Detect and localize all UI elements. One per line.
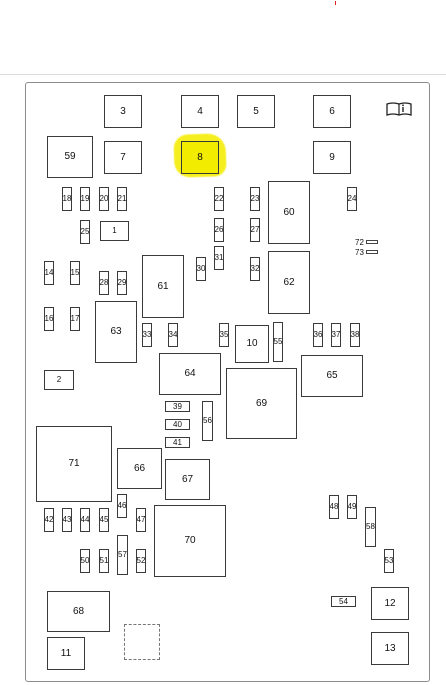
relay-70[interactable]: 70 [154,505,226,577]
fuse-17[interactable]: 17 [70,307,80,331]
fuse-72[interactable] [366,240,378,244]
fuse-21[interactable]: 21 [117,187,127,211]
fuse-37[interactable]: 37 [331,323,341,347]
fuse-48[interactable]: 48 [329,495,339,519]
fuse-43[interactable]: 43 [62,508,72,532]
relay-62[interactable]: 62 [268,251,310,314]
relay-67[interactable]: 67 [165,459,210,500]
relay-66[interactable]: 66 [117,448,162,489]
fuse-28[interactable]: 28 [99,271,109,295]
fuse-15[interactable]: 15 [70,261,80,285]
fuse-29[interactable]: 29 [117,271,127,295]
fuse-7[interactable]: 7 [104,141,142,174]
fuse-5[interactable]: 5 [237,95,275,128]
relay-71[interactable]: 71 [36,426,112,502]
fuse-56[interactable]: 56 [202,401,213,441]
fuse-34[interactable]: 34 [168,323,178,347]
header-divider [0,74,446,75]
fuse-42[interactable]: 42 [44,508,54,532]
fuse-18[interactable]: 18 [62,187,72,211]
fuse-12[interactable]: 12 [371,587,409,620]
fuse-2[interactable]: 2 [44,370,74,390]
fuse-14[interactable]: 14 [44,261,54,285]
fuse-73-label: 73 [355,248,364,257]
fuse-45[interactable]: 45 [99,508,109,532]
fuse-23[interactable]: 23 [250,187,260,211]
fuse-53[interactable]: 53 [384,549,394,573]
relay-69[interactable]: 69 [226,368,297,439]
fuse-36[interactable]: 36 [313,323,323,347]
fuse-30[interactable]: 30 [196,257,206,281]
fuse-10[interactable]: 10 [235,325,269,363]
relay-63[interactable]: 63 [95,301,137,363]
fuse-16[interactable]: 16 [44,307,54,331]
relay-59[interactable]: 59 [47,136,93,178]
fuse-11[interactable]: 11 [47,637,85,670]
relay-60[interactable]: 60 [268,181,310,244]
fuse-55[interactable]: 55 [273,322,283,362]
relay-68[interactable]: 68 [47,591,110,632]
fuse-39[interactable]: 39 [165,401,190,412]
fuse-57[interactable]: 57 [117,535,128,575]
fuse-41[interactable]: 41 [165,437,190,448]
fuse-38[interactable]: 38 [350,323,360,347]
empty-slot [124,624,160,660]
fuse-panel-outline [25,82,430,682]
fuse-8-highlighted[interactable]: 8 [181,141,219,174]
fuse-44[interactable]: 44 [80,508,90,532]
fuse-13[interactable]: 13 [371,632,409,665]
fuse-32[interactable]: 32 [250,257,260,281]
fuse-4[interactable]: 4 [181,95,219,128]
fuse-27[interactable]: 27 [250,218,260,242]
fuse-31[interactable]: 31 [214,246,224,270]
fuse-40[interactable]: 40 [165,419,190,430]
relay-64[interactable]: 64 [159,353,221,395]
fuse-22[interactable]: 22 [214,187,224,211]
fuse-49[interactable]: 49 [347,495,357,519]
fuse-1[interactable]: 1 [100,221,129,241]
fuse-72-label: 72 [355,238,364,247]
fuse-26[interactable]: 26 [214,218,224,242]
fuse-35[interactable]: 35 [219,323,229,347]
fuse-19[interactable]: 19 [80,187,90,211]
fuse-54[interactable]: 54 [331,596,356,607]
fuse-25[interactable]: 25 [80,220,90,244]
fuse-9[interactable]: 9 [313,141,351,174]
relay-61[interactable]: 61 [142,255,184,318]
fuse-24[interactable]: 24 [347,187,357,211]
fuse-20[interactable]: 20 [99,187,109,211]
fuse-58[interactable]: 58 [365,507,376,547]
fuse-51[interactable]: 51 [99,549,109,573]
fuse-73[interactable] [366,250,378,254]
relay-65[interactable]: 65 [301,355,363,397]
owner-manual-book-icon [386,102,412,116]
fuse-3[interactable]: 3 [104,95,142,128]
fuse-47[interactable]: 47 [136,508,146,532]
fuse-50[interactable]: 50 [80,549,90,573]
fuse-33[interactable]: 33 [142,323,152,347]
red-mark [335,1,336,5]
fuse-52[interactable]: 52 [136,549,146,573]
fuse-46[interactable]: 46 [117,494,127,518]
fuse-6[interactable]: 6 [313,95,351,128]
